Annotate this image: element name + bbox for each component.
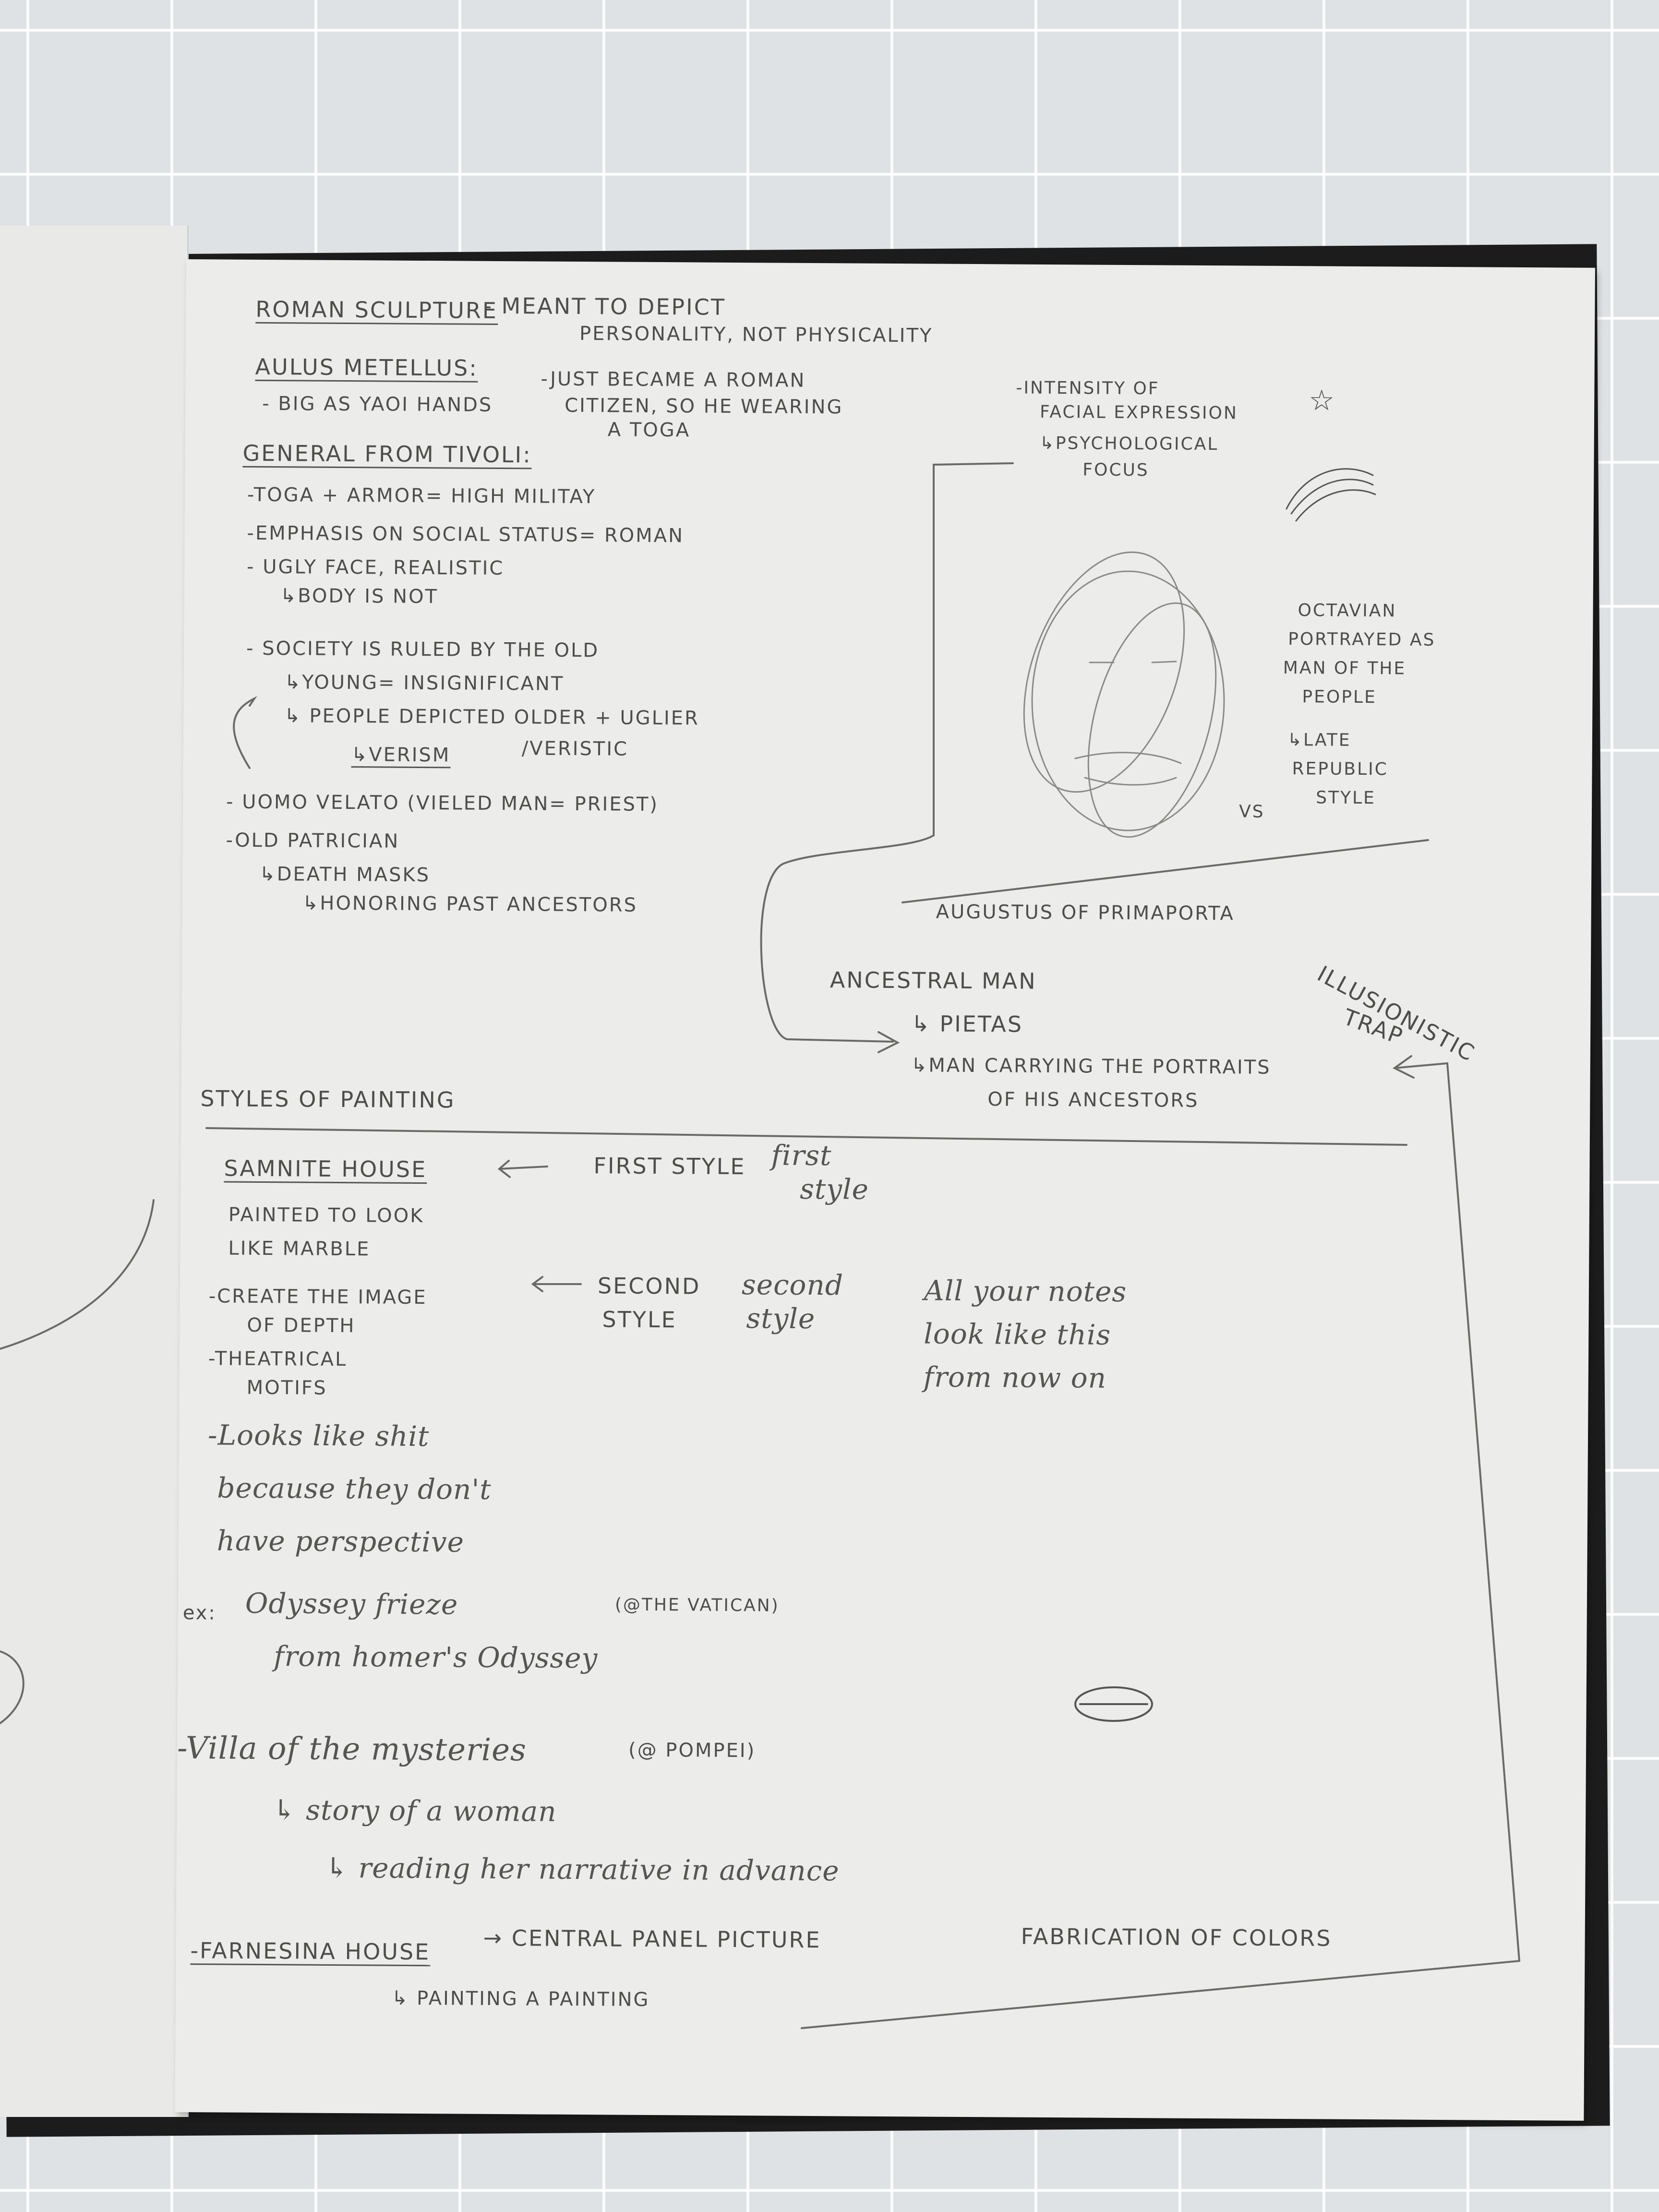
face-sketch xyxy=(1023,551,1225,838)
arrow-head-trap xyxy=(1393,1055,1415,1079)
left-page xyxy=(0,226,189,2117)
styles-divider-line xyxy=(205,1127,1407,1146)
arrow-second xyxy=(531,1276,582,1292)
augustus-baseline xyxy=(902,839,1429,903)
augustus-frame-path xyxy=(760,462,1014,1043)
hair-scribble-sketch xyxy=(1286,468,1376,522)
arrow-samnite xyxy=(497,1160,548,1178)
left-page-arc xyxy=(0,1199,155,1350)
brace-young xyxy=(233,696,257,769)
arrow-head-pietas xyxy=(878,1031,900,1053)
right-frame-path xyxy=(801,1062,1521,2029)
left-page-curl xyxy=(0,1650,24,1724)
mouth-doodle xyxy=(1074,1686,1153,1722)
